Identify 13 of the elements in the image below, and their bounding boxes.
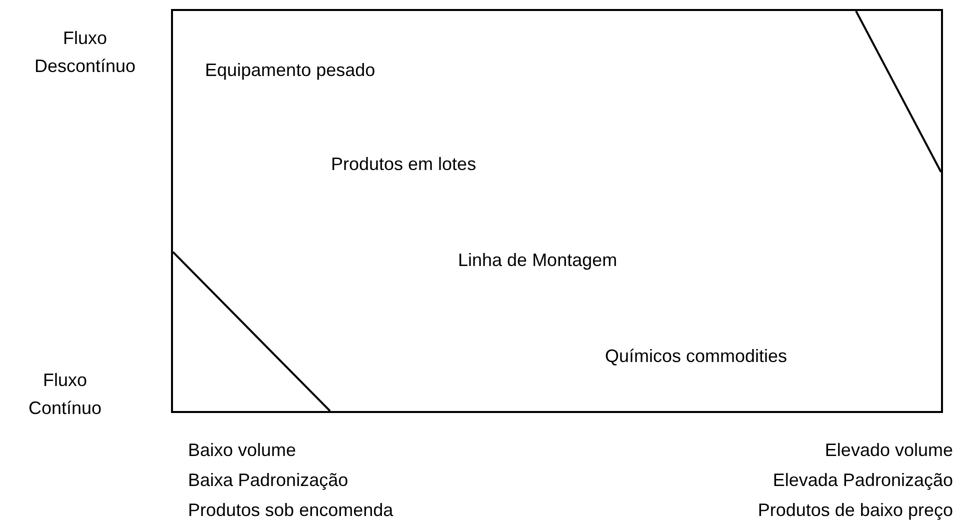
axis-label: Baixa Padronização [188,469,348,491]
axis-label: Fluxo Descontínuo [33,27,137,78]
matrix-box [171,9,943,413]
axis-label: Elevado volume [824,439,953,461]
category-label: Químicos commodities [605,345,788,367]
axis-label: Baixo volume [188,439,296,461]
axis-label: Produtos sob encomenda [188,499,394,521]
axis-label: Produtos de baixo preço [758,499,953,521]
axis-label: Elevada Padronização [772,469,953,491]
category-label: Equipamento pesado [205,59,376,81]
axis-label: Fluxo Contínuo [27,369,103,420]
category-label: Produtos em lotes [331,153,476,175]
category-label: Linha de Montagem [458,249,618,271]
